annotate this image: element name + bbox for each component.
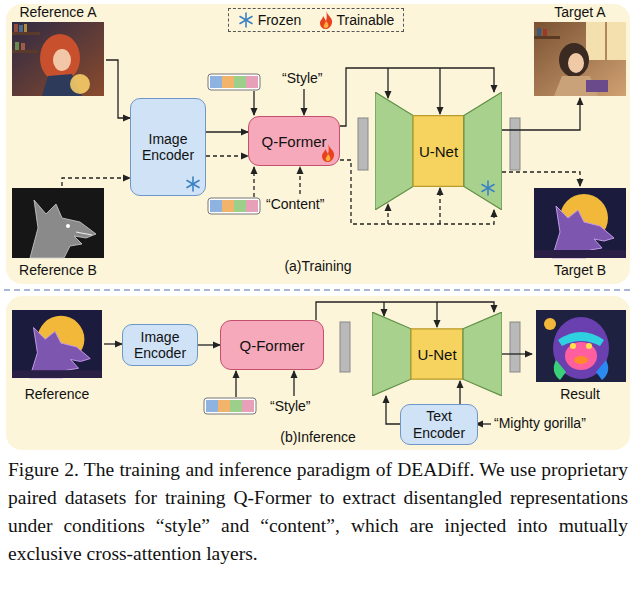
image-label: Target A bbox=[554, 4, 605, 20]
image-frame: Reference bbox=[10, 308, 104, 402]
legend-item: Frozen bbox=[238, 12, 302, 28]
flow-arrow bbox=[502, 353, 532, 354]
flow-arrow bbox=[340, 68, 494, 126]
separator-line bbox=[4, 289, 632, 291]
flow-arrow bbox=[62, 178, 130, 186]
figure-caption: Figure 2. The training and inference par… bbox=[8, 456, 628, 568]
qformer-box: Q-Former bbox=[248, 116, 340, 166]
encoder-box: Image Encoder bbox=[130, 98, 206, 196]
flow-arrow bbox=[198, 344, 220, 345]
flow-arrow bbox=[502, 98, 580, 130]
flow-arrow bbox=[316, 302, 494, 320]
unet-block: U-Net bbox=[375, 92, 502, 210]
condition-label: “Content” bbox=[266, 196, 324, 212]
image-frame: Reference A bbox=[10, 4, 106, 98]
flow-arrow bbox=[104, 343, 122, 344]
image-label: Reference B bbox=[19, 262, 97, 278]
box-label: U-Net bbox=[419, 143, 458, 160]
image-frame: Target A bbox=[532, 4, 628, 98]
snowflake-icon bbox=[480, 180, 496, 196]
condition-label: “Style” bbox=[270, 398, 310, 414]
image-label: Reference bbox=[25, 386, 90, 402]
panel-title: (b)Inference bbox=[280, 429, 355, 445]
encoder-box: Text Encoder bbox=[400, 404, 478, 445]
panel-title: (a)Training bbox=[284, 258, 351, 274]
flow-arrow bbox=[502, 172, 580, 186]
qformer-box: Q-Former bbox=[220, 320, 324, 370]
stage-panel: (a)Training Reference A Reference B Image E… bbox=[6, 4, 630, 284]
image-label: Target B bbox=[554, 262, 606, 278]
target-b-image bbox=[534, 188, 626, 258]
legend-item: Trainable bbox=[319, 11, 395, 29]
flow-arrow bbox=[106, 60, 130, 118]
unet-part bbox=[463, 312, 502, 396]
box-label: Text Encoder bbox=[403, 408, 475, 440]
image-label: Result bbox=[560, 386, 600, 402]
image-frame: Reference B bbox=[10, 186, 106, 278]
unet-part bbox=[411, 329, 463, 379]
encoder-box: Image Encoder bbox=[122, 324, 198, 366]
query-tokens bbox=[204, 74, 260, 414]
flow-arrow bbox=[340, 160, 494, 224]
unet-part bbox=[372, 312, 411, 396]
legend-text: Frozen bbox=[258, 12, 302, 28]
image-frame: Result bbox=[532, 308, 628, 402]
reference-a-image bbox=[12, 22, 104, 96]
image-label: Reference A bbox=[19, 4, 96, 20]
flame-icon bbox=[321, 144, 335, 162]
flow-arrow bbox=[386, 396, 400, 424]
box-label: Image Encoder bbox=[133, 131, 203, 163]
legend-text: Trainable bbox=[337, 12, 395, 28]
reference-image bbox=[12, 310, 102, 378]
unet-part bbox=[413, 116, 464, 187]
result-image bbox=[536, 310, 626, 382]
unet-part bbox=[464, 92, 502, 210]
box-label: Q-Former bbox=[262, 133, 327, 150]
flow-arrow bbox=[206, 155, 248, 156]
snowflake-icon bbox=[185, 176, 201, 192]
legend-box: Frozen Trainable bbox=[228, 8, 404, 32]
image-frame: Target B bbox=[532, 186, 628, 278]
condition-label: “Style” bbox=[282, 70, 322, 86]
box-label: U-Net bbox=[417, 346, 456, 363]
leader-arrows bbox=[236, 68, 491, 424]
flame-icon bbox=[319, 11, 333, 29]
unet-part bbox=[375, 92, 413, 210]
box-label: Q-Former bbox=[240, 337, 305, 354]
target-a-image bbox=[534, 22, 626, 96]
box-label: Image Encoder bbox=[125, 329, 195, 361]
condition-label: “Mighty gorilla” bbox=[494, 415, 586, 431]
flow-arrow bbox=[206, 131, 248, 132]
snowflake-icon bbox=[238, 12, 254, 28]
projection-bars bbox=[340, 118, 520, 372]
reference-b-image bbox=[12, 188, 104, 258]
unet-block: U-Net bbox=[372, 312, 502, 396]
